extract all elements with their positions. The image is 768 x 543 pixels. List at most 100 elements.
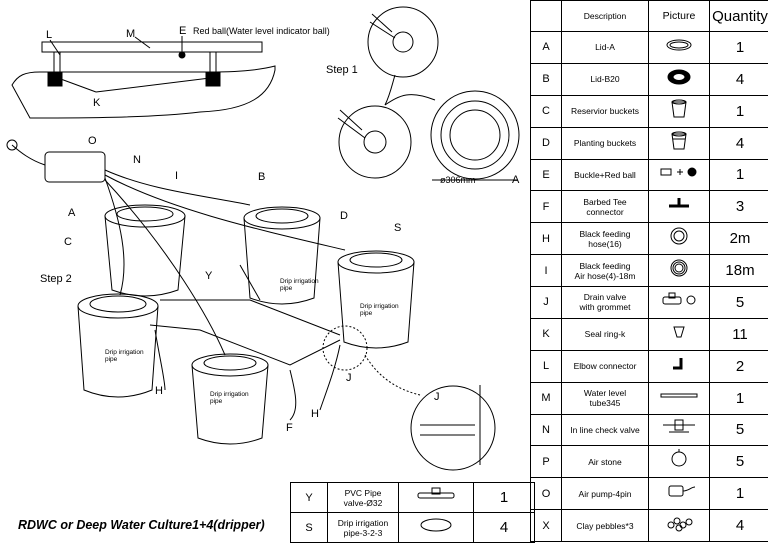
part-quantity: 5 xyxy=(709,445,768,479)
part-description: Buckle+Red ball xyxy=(561,158,649,192)
part-row-e: E Buckle+Red ball 1 xyxy=(530,158,768,192)
part-quantity: 1 xyxy=(709,477,768,511)
part-row-l: L Elbow connector 2 xyxy=(530,349,768,383)
drip-label-1a: Drip irrigation xyxy=(280,278,319,285)
part-letter: M xyxy=(530,381,562,415)
water-level-tube-icon xyxy=(648,381,710,415)
part-description-line: Black feeding xyxy=(579,228,631,239)
part-quantity: 1 xyxy=(709,158,768,192)
air-pump-icon xyxy=(648,477,710,511)
part-description: In line check valve xyxy=(561,413,649,447)
part-description-line: Air hose(4)-18m xyxy=(574,270,636,281)
label-step1: Step 1 xyxy=(326,64,358,76)
seal-ring-k-right xyxy=(205,71,221,87)
part-letter: X xyxy=(530,509,562,542)
drip-label-3b: pipe xyxy=(105,356,118,363)
part-quantity: 1 xyxy=(709,31,768,64)
part-description-line: Buckle+Red ball xyxy=(574,169,636,180)
air-hose-icon xyxy=(648,254,710,287)
part-letter: E xyxy=(530,158,562,192)
part-description-line: connector xyxy=(586,206,624,217)
part-letter: Y xyxy=(290,482,328,513)
part-row-p: P Air stone 5 xyxy=(530,445,768,479)
diagram-title: RDWC or Deep Water Culture1+4(dripper) xyxy=(18,518,265,532)
label-A: A xyxy=(68,207,76,219)
water-level-tube-detail xyxy=(41,41,263,53)
label-step2: Step 2 xyxy=(40,273,72,285)
part-description: Lid-A xyxy=(561,31,649,64)
part-description-line: with grommet xyxy=(579,302,631,313)
part-quantity: 11 xyxy=(709,317,768,351)
label-H-left: H xyxy=(155,385,163,397)
part-letter: A xyxy=(530,31,562,64)
drip-label-3a: Drip irrigation xyxy=(105,349,144,356)
part-letter: P xyxy=(530,445,562,479)
part-letter: L xyxy=(530,349,562,383)
part-description-line: Water level xyxy=(583,388,627,399)
header-picture: Picture xyxy=(648,0,710,32)
part-letter: B xyxy=(530,62,562,96)
part-description: Planting buckets xyxy=(561,126,649,160)
part-description-line: Drain valve xyxy=(583,292,627,303)
part-description: Air pump-4pin xyxy=(561,477,649,511)
lid-closeup-top xyxy=(367,6,439,78)
part-description-line: Seal ring-k xyxy=(584,329,626,340)
part-letter: H xyxy=(530,222,562,256)
label-B: B xyxy=(258,171,265,183)
part-description: Elbow connector xyxy=(561,349,649,383)
part-quantity: 3 xyxy=(709,190,768,224)
reservoir-bucket xyxy=(104,215,186,297)
part-description-line: In line check valve xyxy=(570,424,640,435)
label-H-right: H xyxy=(311,408,319,420)
part-letter: O xyxy=(530,477,562,511)
part-letter: I xyxy=(530,254,562,287)
drain-valve-closeup xyxy=(410,385,496,471)
part-quantity: 4 xyxy=(709,126,768,160)
drip-pipe-icon xyxy=(398,512,474,543)
label-N: N xyxy=(133,154,141,166)
parts-table-header: Description Picture Quantity xyxy=(530,0,768,32)
label-M: M xyxy=(126,28,135,40)
part-quantity: 2 xyxy=(709,349,768,383)
planting-bucket-left xyxy=(77,305,159,398)
part-description-line: Air pump-4pin xyxy=(578,488,632,499)
part-description: Lid-B20 xyxy=(561,62,649,96)
air-stone-icon xyxy=(648,445,710,479)
part-description-line: Air stone xyxy=(588,456,622,467)
label-A-right: A xyxy=(512,174,520,186)
part-quantity: 5 xyxy=(709,286,768,319)
part-quantity: 1 xyxy=(709,94,768,128)
label-red-ball-text: Red ball(Water level indicator ball) xyxy=(193,26,330,36)
check-valve-icon xyxy=(648,413,710,447)
part-description-line: valve-Ø32 xyxy=(343,497,383,508)
lid-a-icon xyxy=(648,31,710,64)
air-pump-drawing xyxy=(44,151,106,183)
part-description-line: Reservior buckets xyxy=(570,106,640,117)
planting-bucket-s xyxy=(337,261,415,349)
part-letter: J xyxy=(530,286,562,319)
label-F: F xyxy=(286,422,293,434)
header-quantity: Quantity xyxy=(709,0,768,32)
part-description-line: Elbow connector xyxy=(573,361,637,372)
part-description: Clay pebbles*3 xyxy=(561,509,649,542)
part-description-line: Black feeding xyxy=(579,260,631,271)
label-E: E xyxy=(179,25,186,37)
label-J-detail: J xyxy=(434,391,440,403)
part-quantity: 4 xyxy=(709,509,768,542)
feeding-hose-icon xyxy=(648,222,710,256)
part-quantity: 4 xyxy=(709,62,768,96)
